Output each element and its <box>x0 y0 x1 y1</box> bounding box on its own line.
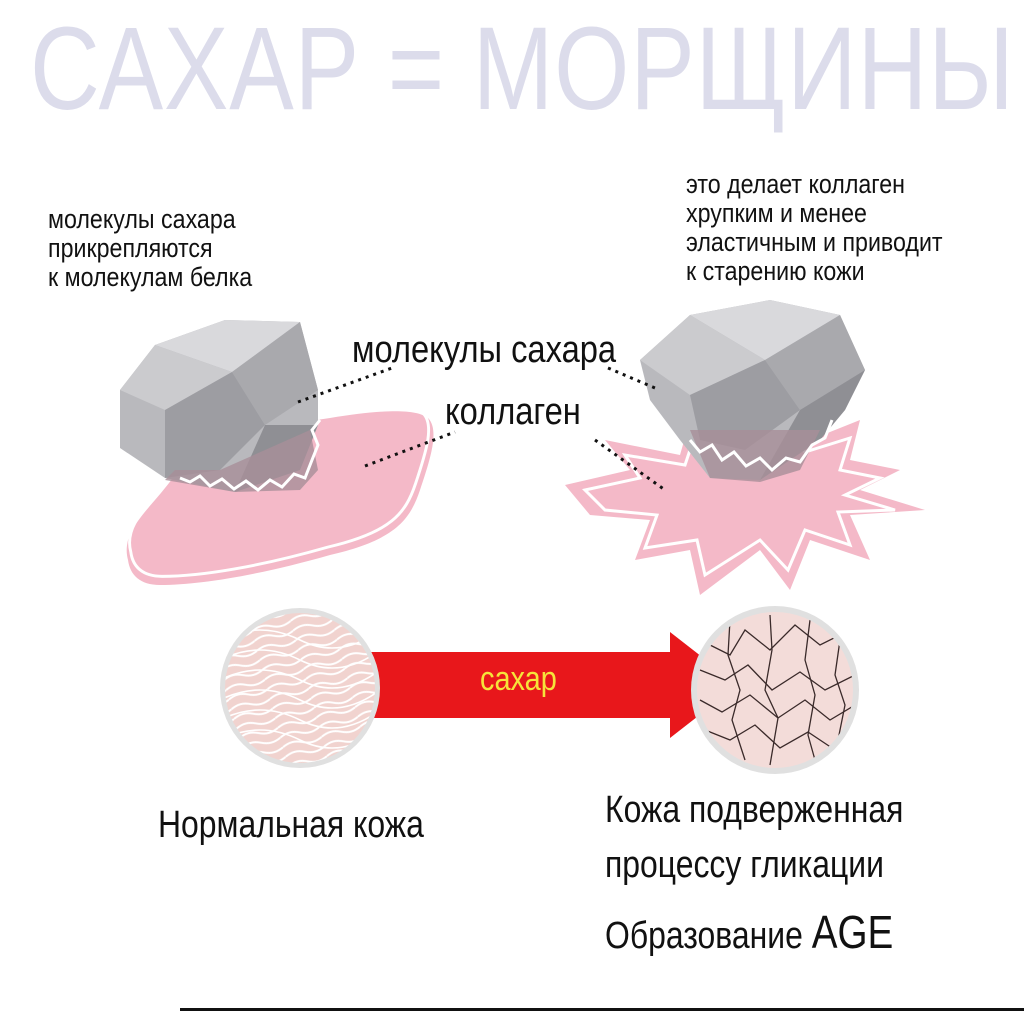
glycated-skin-circle <box>691 606 859 774</box>
bottom-divider <box>180 1008 1024 1011</box>
collagen-label: коллаген <box>445 391 581 433</box>
age-formation-label: Образование AGE <box>605 909 893 957</box>
left-caption: молекулы сахара прикрепляются к молекула… <box>48 204 253 292</box>
leader-lines <box>297 366 666 492</box>
right-caption: это делает коллаген хрупким и менее элас… <box>686 169 943 286</box>
sugar-molecule-left <box>120 320 322 492</box>
age-word: AGE <box>811 906 894 958</box>
sugar-arrow <box>352 632 738 738</box>
normal-skin-label: Нормальная кожа <box>158 804 424 846</box>
glycated-skin-label-line2: процессу гликации <box>605 844 884 886</box>
normal-skin-circle <box>220 608 380 768</box>
sugar-molecules-label: молекулы сахара <box>352 329 617 371</box>
age-prefix: Образование <box>605 915 803 957</box>
sugar-molecule-right <box>640 300 865 482</box>
glycated-skin-label-line1: Кожа подверженная <box>605 789 904 831</box>
arrow-label: сахар <box>480 660 557 698</box>
